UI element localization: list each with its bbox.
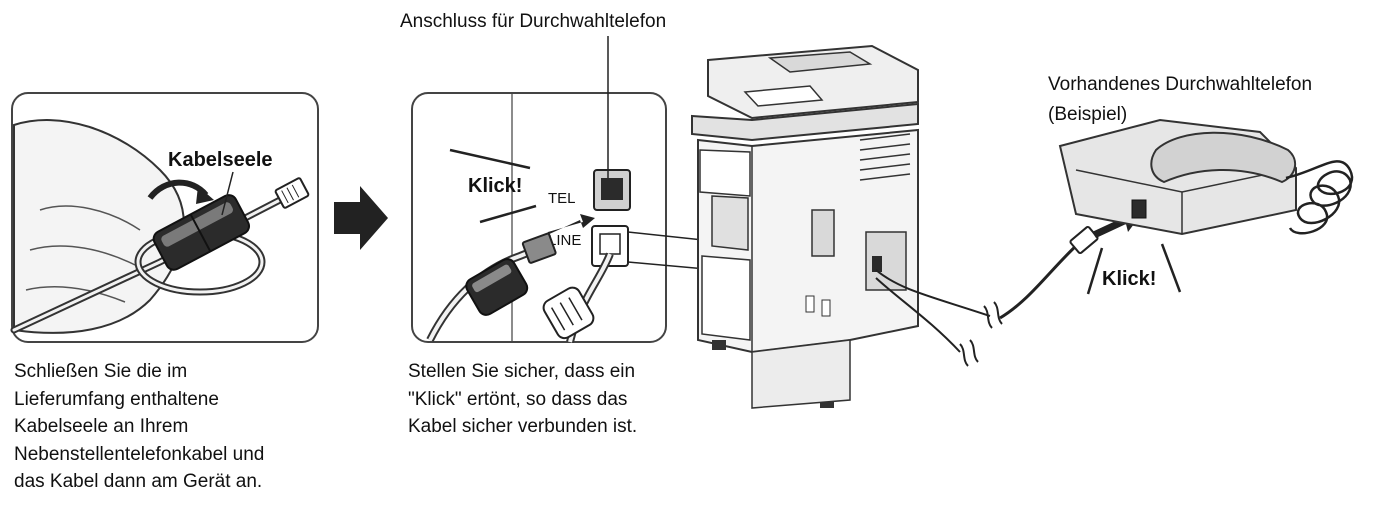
click-label-right: Klick!: [1102, 268, 1156, 290]
coiled-cord: [1285, 160, 1354, 235]
left-detail-panel: Kabelseele: [10, 92, 319, 343]
ferrite-core-left: [152, 194, 251, 271]
phone-handset: [1150, 131, 1297, 184]
click-mark-phone-left: [1086, 247, 1104, 295]
phone-cable-right: [999, 242, 1080, 320]
multifunction-printer: [691, 44, 1003, 409]
line-port-label: LINE: [548, 232, 581, 249]
connector-callout-label: Anschluss für Durchwahltelefon: [400, 11, 667, 32]
rj-plug-middle: [521, 232, 557, 264]
tel-port-label: TEL: [548, 190, 576, 207]
phone-title: Vorhandenes Durchwahltelefon (Beispiel): [1048, 74, 1313, 125]
click-mark-bottom: [479, 204, 537, 224]
core-label: Kabelseele: [168, 149, 273, 171]
side-vents: [859, 133, 911, 181]
caption-middle: Stellen Sie sicher, dass ein "Klick" ert…: [408, 361, 638, 437]
ferrite-core-middle: [465, 258, 529, 316]
printer-body: [697, 128, 919, 354]
extension-phone: Klick!: [999, 118, 1354, 320]
middle-detail-panel: Klick! TEL LINE: [411, 36, 873, 343]
step-arrow: [334, 186, 388, 250]
rj-plug-left: [274, 177, 310, 209]
caption-left: Schließen Sie die im Lieferumfang enthal…: [14, 361, 265, 492]
operation-panel: [691, 102, 919, 142]
click-mark-top: [449, 148, 531, 170]
click-mark-phone-right: [1160, 243, 1182, 293]
ferrite-core-line: [542, 286, 595, 340]
click-label-left: Klick!: [468, 175, 522, 197]
core-label-leader: [221, 171, 234, 216]
